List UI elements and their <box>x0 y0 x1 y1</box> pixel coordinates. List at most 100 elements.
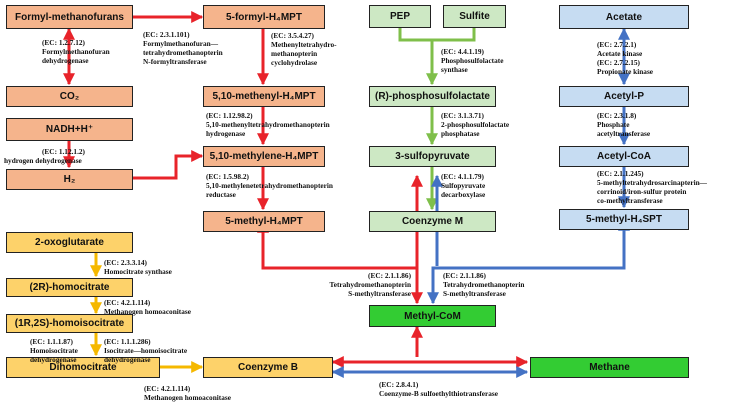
enzyme-ec: (EC: 1.12.98.2) <box>206 111 253 120</box>
node-formyl-methanofurans: Formyl-methanofurans <box>6 5 133 29</box>
enzyme-ec: (EC: 2.7.2.1) <box>597 40 637 49</box>
enzyme-label-1.2.7.12: (EC: 1.2.7.12) Formylmethanofuran dehydr… <box>42 38 110 65</box>
enzyme-name: Homoisocitrate <box>30 346 78 355</box>
node-co2: CO₂ <box>6 86 133 107</box>
enzyme-ec: (EC: 3.5.4.27) <box>271 31 314 40</box>
node-h2: H₂ <box>6 169 133 190</box>
enzyme-label-1.12.1.2: (EC: 1.12.1.2) hydrogen dehydrogenase <box>4 147 85 165</box>
enzyme-name: co-methyltransferase <box>597 196 663 205</box>
enzyme-ec: (EC: 1.5.98.2) <box>206 172 249 181</box>
enzyme-name: acetyltransferase <box>597 129 651 138</box>
enzyme-name: Formylmethanofuran <box>42 47 110 56</box>
enzyme-ec: (EC: 1.12.1.2) <box>42 147 85 156</box>
node-dihomocitrate: Dihomocitrate <box>6 357 160 378</box>
enzyme-label-2.3.1.101: (EC: 2.3.1.101) Formylmethanofuran— tetr… <box>143 30 223 66</box>
enzyme-name: 5-methyltetrahydrosarcinapterin— <box>597 178 707 187</box>
enzyme-label-2.7.2.1: (EC: 2.7.2.1) Acetate kinase (EC: 2.7.2.… <box>597 40 653 76</box>
enzyme-ec: (EC: 4.4.1.19) <box>441 47 484 56</box>
enzyme-name: Isocitrate—homoisocitrate <box>104 346 188 355</box>
enzyme-ec: (EC: 4.2.1.114) <box>144 384 191 393</box>
enzyme-name: Phosphosulfolactate <box>441 56 504 65</box>
enzyme-name: 2-phosphosulfolactate <box>441 120 510 129</box>
arrow-pep-sulfite-merge <box>398 28 476 42</box>
node-pep: PEP <box>369 5 431 28</box>
enzyme-name: Propionate kinase <box>597 67 654 76</box>
enzyme-name: 5,10-methylenetetrahydromethanopterin <box>206 181 333 190</box>
enzyme-ec: (EC: 2.3.3.14) <box>104 258 147 267</box>
enzyme-name: Tetrahydromethanopterin <box>329 280 411 289</box>
enzyme-ec: (EC: 2.1.1.86) <box>368 271 411 280</box>
enzyme-label-1.5.98.2: (EC: 1.5.98.2) 5,10-methylenetetrahydrom… <box>206 172 333 199</box>
enzyme-label-1.1.1.286: (EC: 1.1.1.286) Isocitrate—homoisocitrat… <box>104 337 187 364</box>
node-methenyl-h4mpt: 5,10-methenyl-H₄MPT <box>203 86 325 107</box>
enzyme-ec: (EC: 1.2.7.12) <box>42 38 85 47</box>
enzyme-name: S-methyltransferase <box>443 289 506 298</box>
enzyme-ec: (EC: 2.8.4.1) <box>379 380 419 389</box>
node-homoisocitrate: (1R,2S)-homoisocitrate <box>6 314 133 333</box>
enzyme-name: dehydrogenase <box>42 56 89 65</box>
arrow-h2-methylene <box>133 150 204 180</box>
green-arrows <box>398 28 476 211</box>
enzyme-name: hydrogenase <box>206 129 246 138</box>
enzyme-ec: (EC: 4.2.1.114) <box>104 298 151 307</box>
node-acetyl-coa: Acetyl-CoA <box>559 146 689 167</box>
enzyme-name: Methanogen homoaconitase <box>144 393 231 402</box>
node-2-oxoglutarate: 2-oxoglutarate <box>6 232 133 253</box>
enzyme-label-4.4.1.19: (EC: 4.4.1.19) Phosphosulfolactate synth… <box>441 47 503 74</box>
enzyme-ec: (EC: 2.1.1.86) <box>443 271 486 280</box>
node-acetyl-p: Acetyl-P <box>559 86 689 107</box>
enzyme-name: Formylmethanofuran— <box>143 39 218 48</box>
enzyme-name: Methenyltetrahydro- <box>271 40 337 49</box>
enzyme-ec: (EC: 2.7.2.15) <box>597 58 640 67</box>
enzyme-name: tetrahydromethanopterin <box>143 48 223 57</box>
node-phosphosulfolactate-label: (R)-phosphosulfolactate <box>375 91 490 102</box>
node-methylene-h4mpt: 5,10-methylene-H₄MPT <box>203 146 325 167</box>
node-acetate: Acetate <box>559 5 689 29</box>
node-5-methyl-h4spt: 5-methyl-H₄SPT <box>559 209 689 230</box>
enzyme-label-2.1.1.245: (EC: 2.1.1.245) 5-methyltetrahydrosarcin… <box>597 169 707 205</box>
enzyme-label-1.12.98.2: (EC: 1.12.98.2) 5,10-methenyltetrahydrom… <box>206 111 330 138</box>
enzyme-ec: (EC: 4.1.1.79) <box>441 172 484 181</box>
enzyme-ec: (EC: 2.3.1.8) <box>597 111 637 120</box>
enzyme-name: S-methyltransferase <box>348 289 411 298</box>
enzyme-ec: (EC: 1.1.1.286) <box>104 337 151 346</box>
enzyme-name: N-formyltransferase <box>143 57 207 66</box>
arrow-methylh4spt-to-methylcom <box>427 218 630 305</box>
node-coenzyme-m: Coenzyme M <box>369 211 496 232</box>
enzyme-name: corrinoid/iron-sulfur protein <box>597 187 687 196</box>
enzyme-label-3.5.4.27: (EC: 3.5.4.27) Methenyltetrahydro- metha… <box>271 31 337 67</box>
enzyme-label-2.1.1.86-left: (EC: 2.1.1.86) Tetrahydromethanopterin S… <box>330 271 411 298</box>
enzyme-label-3.1.3.71: (EC: 3.1.3.71) 2-phosphosulfolactate pho… <box>441 111 509 138</box>
node-3-sulfopyruvate: 3-sulfopyruvate <box>369 146 496 167</box>
enzyme-ec: (EC: 3.1.3.71) <box>441 111 484 120</box>
node-5-methyl-h4mpt: 5-methyl-H₄MPT <box>203 211 325 232</box>
enzyme-name: dehydrogenase <box>30 355 77 364</box>
enzyme-ec: (EC: 2.1.1.245) <box>597 169 644 178</box>
yellow-arrows <box>90 253 204 373</box>
enzyme-name: Tetrahydromethanopterin <box>443 280 525 289</box>
enzyme-name: dehydrogenase <box>104 355 151 364</box>
red-arrows <box>63 11 529 368</box>
node-coenzyme-b: Coenzyme B <box>203 357 333 378</box>
enzyme-name: reductase <box>206 190 236 199</box>
node-nadh: NADH+H⁺ <box>6 118 133 141</box>
node-2r-homocitrate: (2R)-homocitrate <box>6 278 133 297</box>
enzyme-label-2.3.3.14: (EC: 2.3.3.14) Homocitrate synthase <box>104 258 172 276</box>
enzyme-name: hydrogen dehydrogenase <box>4 156 82 165</box>
enzyme-label-2.1.1.86-right: (EC: 2.1.1.86) Tetrahydromethanopterin S… <box>443 271 524 298</box>
node-phosphosulfolactate: (R)-phosphosulfolactate <box>369 86 496 107</box>
enzyme-name: synthase <box>441 65 468 74</box>
enzyme-name: Methanogen homoaconitase <box>104 307 191 316</box>
enzyme-label-4.2.1.114-b: (EC: 4.2.1.114) Methanogen homoaconitase <box>144 384 231 402</box>
enzyme-name: Acetate kinase <box>597 49 643 58</box>
enzyme-name: Sulfopyruvate <box>441 181 486 190</box>
enzyme-label-4.2.1.114-a: (EC: 4.2.1.114) Methanogen homoaconitase <box>104 298 191 316</box>
enzyme-name: methanopterin <box>271 49 318 58</box>
enzyme-name: Coenzyme-B sulfoethylthiotransferase <box>379 389 498 398</box>
enzyme-name: Homocitrate synthase <box>104 267 172 276</box>
enzyme-label-2.3.1.8: (EC: 2.3.1.8) Phosphate acetyltransferas… <box>597 111 650 138</box>
node-5-formyl-h4mpt: 5-formyl-H₄MPT <box>203 5 325 29</box>
enzyme-label-2.8.4.1: (EC: 2.8.4.1) Coenzyme-B sulfoethylthiot… <box>379 380 498 398</box>
enzyme-name: 5,10-methenyltetrahydromethanopterin <box>206 120 330 129</box>
